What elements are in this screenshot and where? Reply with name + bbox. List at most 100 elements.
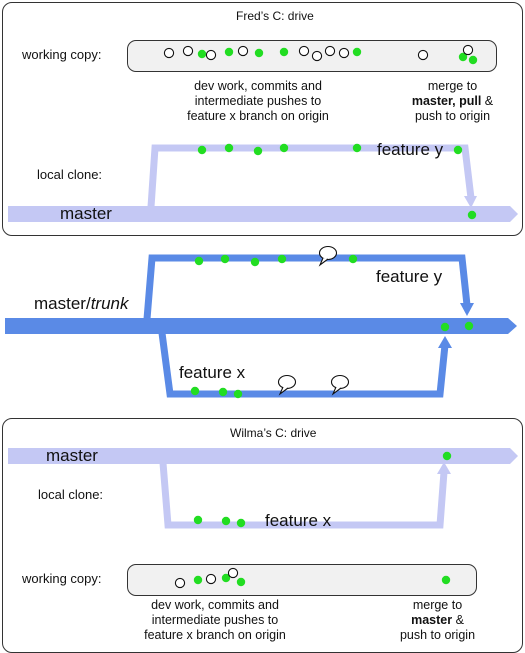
- wilma-working-copy-box: [127, 564, 477, 596]
- origin-feature-x-arrowhead: [438, 336, 452, 348]
- commit-dot: [458, 52, 468, 62]
- speech-bubble-icon: [330, 374, 350, 396]
- origin-feature-y-branch: [143, 254, 471, 320]
- commit-dot: [193, 515, 203, 525]
- commit-dot: [467, 210, 477, 220]
- wilma-master-branch: [8, 448, 518, 464]
- commit-dot: [190, 386, 200, 396]
- commit-dot: [224, 143, 234, 153]
- wilma-merge-rest: &: [452, 613, 464, 627]
- wilma-drive-title: Wilma’s C: drive: [230, 426, 317, 440]
- commit-dot: [221, 516, 231, 526]
- fred-feature-y-label: feature y: [377, 140, 444, 159]
- origin-feature-y-label: feature y: [376, 267, 443, 286]
- change-circle: [205, 49, 217, 61]
- wilma-master-label: master: [46, 446, 98, 465]
- wilma-merge-arrowhead: [437, 462, 451, 474]
- fred-local-clone-label: local clone:: [37, 167, 103, 182]
- commit-dot: [279, 143, 289, 153]
- change-circle: [324, 45, 336, 57]
- wilma-working-copy-label: working copy:: [22, 571, 102, 586]
- fred-merge-rest: &: [481, 94, 494, 108]
- commit-dot: [221, 573, 231, 583]
- commit-dot: [464, 321, 474, 331]
- commit-dot: [348, 254, 358, 264]
- commit-dot: [236, 518, 246, 528]
- commit-dot: [352, 47, 362, 57]
- commit-dot: [453, 145, 463, 155]
- commit-dot: [194, 256, 204, 266]
- speech-bubble-icon: [318, 245, 338, 267]
- commit-dot: [236, 577, 246, 587]
- wilma-merge-note: merge to master & push to origin: [375, 598, 500, 643]
- commit-dot: [277, 254, 287, 264]
- origin-feature-x-label: feature x: [179, 363, 246, 382]
- change-circle: [338, 47, 350, 59]
- origin-feature-y-arrowhead: [460, 303, 474, 316]
- fred-merge-line: merge to: [427, 79, 478, 93]
- wilma-merge-line: push to origin: [399, 628, 476, 642]
- commit-dot: [442, 451, 452, 461]
- commit-dot: [440, 322, 450, 332]
- origin-master-plain: master/: [34, 294, 91, 313]
- commit-dot: [197, 145, 207, 155]
- fred-master-label: master: [60, 204, 112, 223]
- change-circle: [163, 47, 175, 59]
- origin-master-label: master/trunk: [34, 295, 128, 312]
- fred-dev-work-note: dev work, commits and intermediate pushe…: [158, 79, 358, 124]
- wilma-feature-x-branch: [159, 462, 448, 529]
- change-circle: [462, 44, 474, 56]
- wilma-dev-work-line: dev work, commits and: [151, 598, 279, 612]
- wilma-merge-line-2: master &: [375, 613, 500, 628]
- change-circle: [417, 49, 429, 61]
- fred-drive-title: Fred’s C: drive: [236, 9, 314, 23]
- commit-dot: [250, 257, 260, 267]
- origin-feature-x-branch: [158, 332, 449, 398]
- change-circle: [182, 45, 194, 57]
- fred-feature-y-branch: [147, 144, 475, 208]
- wilma-dev-work-note: dev work, commits and intermediate pushe…: [115, 598, 315, 643]
- commit-dot: [218, 387, 228, 397]
- fred-dev-work-line: dev work, commits and: [194, 79, 322, 93]
- origin-branches: [5, 254, 517, 398]
- change-circle: [298, 45, 310, 57]
- commit-dot: [352, 143, 362, 153]
- commit-dots: [190, 47, 478, 587]
- fred-working-copy-label: working copy:: [22, 47, 102, 62]
- change-circle: [311, 50, 323, 62]
- commit-dot: [224, 47, 234, 57]
- change-circle: [205, 573, 217, 585]
- commit-dot: [279, 47, 289, 57]
- wilma-dev-work-line: feature x branch on origin: [144, 628, 286, 642]
- wilma-dev-work-line: intermediate pushes to: [151, 613, 279, 627]
- commit-dot: [468, 55, 478, 65]
- fred-branches: [8, 144, 518, 222]
- wilma-local-clone-label: local clone:: [38, 487, 104, 502]
- wilma-merge-line: merge to: [412, 598, 463, 612]
- fred-merge-note: merge to master, pull & push to origin: [390, 79, 515, 124]
- commit-dot: [254, 48, 264, 58]
- speech-bubble-icon: [277, 374, 297, 396]
- fred-merge-line-2: master, pull &: [390, 94, 515, 109]
- change-circle: [227, 567, 239, 579]
- origin-master-branch: [5, 318, 517, 334]
- uncommitted-change-circles: [163, 44, 474, 589]
- fred-dev-work-line: intermediate pushes to: [194, 94, 322, 108]
- commit-dot: [197, 49, 207, 59]
- origin-master-italic: trunk: [90, 294, 129, 313]
- change-circle: [237, 45, 249, 57]
- commit-dot: [441, 575, 451, 585]
- commit-dot: [193, 575, 203, 585]
- wilma-feature-x-label: feature x: [265, 511, 332, 530]
- fred-merge-arrowhead: [464, 196, 477, 208]
- wilma-branches: [8, 448, 518, 529]
- fred-merge-line: push to origin: [414, 109, 491, 123]
- wilma-merge-bold: master: [411, 613, 453, 627]
- fred-merge-bold: master, pull: [411, 94, 482, 108]
- commit-dot: [220, 254, 230, 264]
- comment-bubbles: [277, 245, 350, 396]
- change-circle: [174, 577, 186, 589]
- commit-dot: [253, 146, 263, 156]
